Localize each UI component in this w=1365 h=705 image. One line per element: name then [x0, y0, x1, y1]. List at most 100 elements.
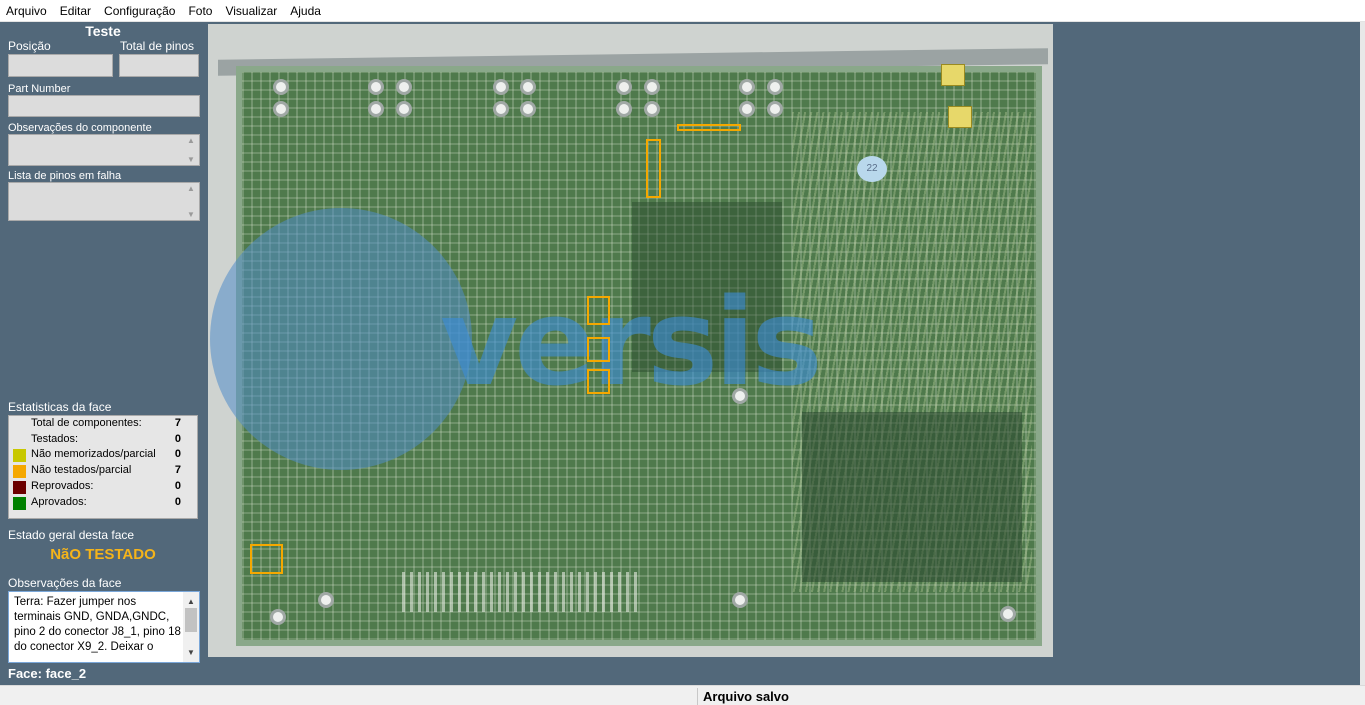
state-label: Estado geral desta face — [8, 528, 135, 542]
stat-row-failed: Reprovados: 0 — [9, 479, 197, 495]
stat-label: Reprovados: — [31, 480, 94, 492]
failed-pins-field[interactable]: ▲▼ — [8, 182, 200, 221]
board-photo[interactable]: 22 versis — [208, 24, 1053, 657]
mount-hole — [368, 101, 384, 117]
menu-bar: Arquivo Editar Configuração Foto Visuali… — [0, 0, 1365, 22]
pcb-pin-header — [402, 572, 642, 612]
status-separator — [697, 688, 698, 705]
total-pins-field[interactable] — [119, 54, 199, 77]
mount-hole — [767, 79, 783, 95]
menu-ajuda[interactable]: Ajuda — [290, 3, 321, 18]
mount-hole — [644, 101, 660, 117]
mount-hole — [616, 101, 632, 117]
yellow-connector — [941, 64, 965, 86]
stat-row-tested: Testados: 0 — [9, 432, 197, 448]
status-bar: Arquivo salvo — [0, 685, 1365, 705]
stats-title: Estatisticas da face — [8, 400, 112, 414]
approved-swatch — [13, 497, 26, 510]
face-label: Face: face_2 — [8, 666, 87, 681]
stat-value: 0 — [174, 480, 181, 492]
pcb-connector-area — [802, 412, 1022, 582]
menu-arquivo[interactable]: Arquivo — [6, 3, 47, 18]
watermark-logo — [210, 208, 472, 470]
component-marker[interactable] — [587, 369, 610, 394]
failed-pins-label: Lista de pinos em falha — [8, 170, 122, 182]
mount-hole — [396, 79, 412, 95]
scroll-down-icon[interactable]: ▼ — [187, 648, 195, 657]
scroll-up-icon[interactable]: ▲ — [187, 136, 195, 145]
stat-label: Total de componentes: — [31, 417, 142, 429]
board-sticker: 22 — [857, 156, 887, 182]
face-notes-field[interactable]: Terra: Fazer jumper nos terminais GND, G… — [8, 591, 200, 663]
scroll-down-icon[interactable]: ▼ — [187, 210, 195, 219]
panel-title: Teste — [85, 23, 121, 39]
mount-hole — [767, 101, 783, 117]
stat-row-approved: Aprovados: 0 — [9, 495, 197, 511]
stat-row-not-memorized: Não memorizados/parcial 0 — [9, 447, 197, 463]
left-panel: Teste Posição Total de pinos Part Number… — [0, 23, 206, 683]
mount-hole — [368, 79, 384, 95]
failed-swatch — [13, 481, 26, 494]
mount-hole — [270, 609, 286, 625]
stat-label: Não memorizados/parcial — [31, 448, 156, 460]
menu-foto[interactable]: Foto — [188, 3, 213, 18]
yellow-connector — [948, 106, 972, 128]
component-notes-scrollbar[interactable]: ▲▼ — [184, 136, 198, 164]
scroll-thumb[interactable] — [185, 608, 197, 632]
component-marker[interactable] — [587, 296, 610, 325]
mount-hole — [732, 388, 748, 404]
component-notes-field[interactable]: ▲▼ — [8, 134, 200, 166]
mount-hole — [739, 101, 755, 117]
mount-hole — [739, 79, 755, 95]
not-tested-swatch — [13, 465, 26, 478]
stat-value: 0 — [174, 496, 181, 508]
part-number-field[interactable] — [8, 95, 200, 117]
total-pins-label: Total de pinos — [120, 39, 195, 53]
scroll-up-icon[interactable]: ▲ — [187, 597, 195, 606]
mount-hole — [318, 592, 334, 608]
stats-box: Total de componentes: 7 Testados: 0 Não … — [8, 415, 198, 519]
window-edge — [1360, 22, 1365, 685]
face-notes-text: Terra: Fazer jumper nos terminais GND, G… — [14, 596, 181, 653]
stat-value: 0 — [174, 433, 181, 445]
mount-hole — [732, 592, 748, 608]
mount-hole — [520, 79, 536, 95]
face-notes-label: Observações da face — [8, 576, 122, 590]
face-notes-scrollbar[interactable]: ▲ ▼ — [183, 592, 199, 662]
mount-hole — [273, 79, 289, 95]
mount-hole — [493, 79, 509, 95]
component-marker[interactable] — [587, 337, 610, 362]
scroll-up-icon[interactable]: ▲ — [187, 184, 195, 193]
mount-hole — [493, 101, 509, 117]
component-marker[interactable] — [646, 139, 661, 198]
mount-hole — [520, 101, 536, 117]
not-memorized-swatch — [13, 449, 26, 462]
stat-label: Não testados/parcial — [31, 464, 132, 476]
component-marker[interactable] — [677, 124, 741, 131]
failed-pins-scrollbar[interactable]: ▲▼ — [184, 184, 198, 219]
stat-value: 7 — [174, 464, 181, 476]
stat-row-total: Total de componentes: 7 — [9, 416, 197, 432]
state-value: NãO TESTADO — [50, 546, 156, 563]
part-number-label: Part Number — [8, 83, 71, 95]
menu-visualizar[interactable]: Visualizar — [225, 3, 278, 18]
menu-editar[interactable]: Editar — [59, 3, 92, 18]
stat-label: Aprovados: — [31, 496, 87, 508]
stat-row-not-tested: Não testados/parcial 7 — [9, 463, 197, 479]
stat-label: Testados: — [31, 433, 79, 445]
position-label: Posição — [8, 39, 51, 53]
menu-configuracao[interactable]: Configuração — [104, 3, 176, 18]
mount-hole — [1000, 606, 1016, 622]
mount-hole — [273, 101, 289, 117]
mount-hole — [616, 79, 632, 95]
pcb-chip-area — [632, 202, 782, 372]
component-notes-label: Observações do componente — [8, 122, 152, 134]
component-marker[interactable] — [250, 544, 283, 574]
scroll-down-icon[interactable]: ▼ — [187, 155, 195, 164]
position-field[interactable] — [8, 54, 113, 77]
watermark-text: versis — [440, 274, 823, 413]
mount-hole — [396, 101, 412, 117]
stat-value: 7 — [174, 417, 181, 429]
status-text: Arquivo salvo — [703, 689, 789, 704]
pcb-board — [236, 66, 1042, 646]
